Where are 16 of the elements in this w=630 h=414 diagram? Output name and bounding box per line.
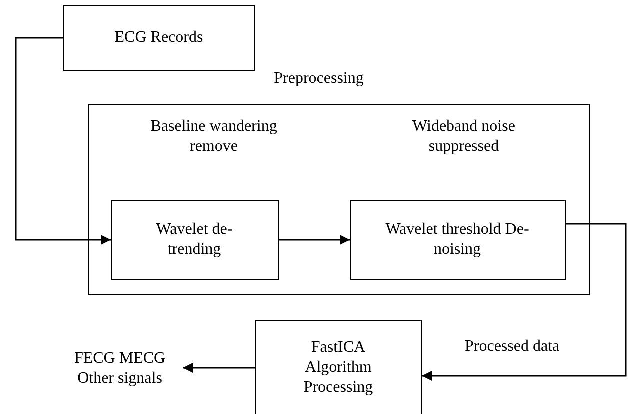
arrow: [15, 37, 111, 245]
node-label: FECG MECG Other signals: [73, 349, 167, 389]
group-note: Wideband noise suppressed: [412, 117, 516, 157]
node-label: FastICA Algorithm Processing: [302, 338, 374, 398]
arrow: [183, 363, 255, 373]
process-box: [63, 5, 255, 71]
arrow: [422, 223, 627, 381]
process-box: [110, 200, 278, 280]
process-box: [350, 200, 566, 280]
node-label: Wavelet de-trending: [155, 220, 234, 260]
group-heading: Preprocessing: [273, 69, 365, 89]
process-box: [255, 320, 422, 414]
node-label: ECG Records: [114, 28, 204, 48]
node-label: Wavelet threshold De-noising: [384, 220, 530, 260]
arrow: [279, 235, 350, 245]
group-note: Baseline wandering remove: [150, 117, 278, 157]
